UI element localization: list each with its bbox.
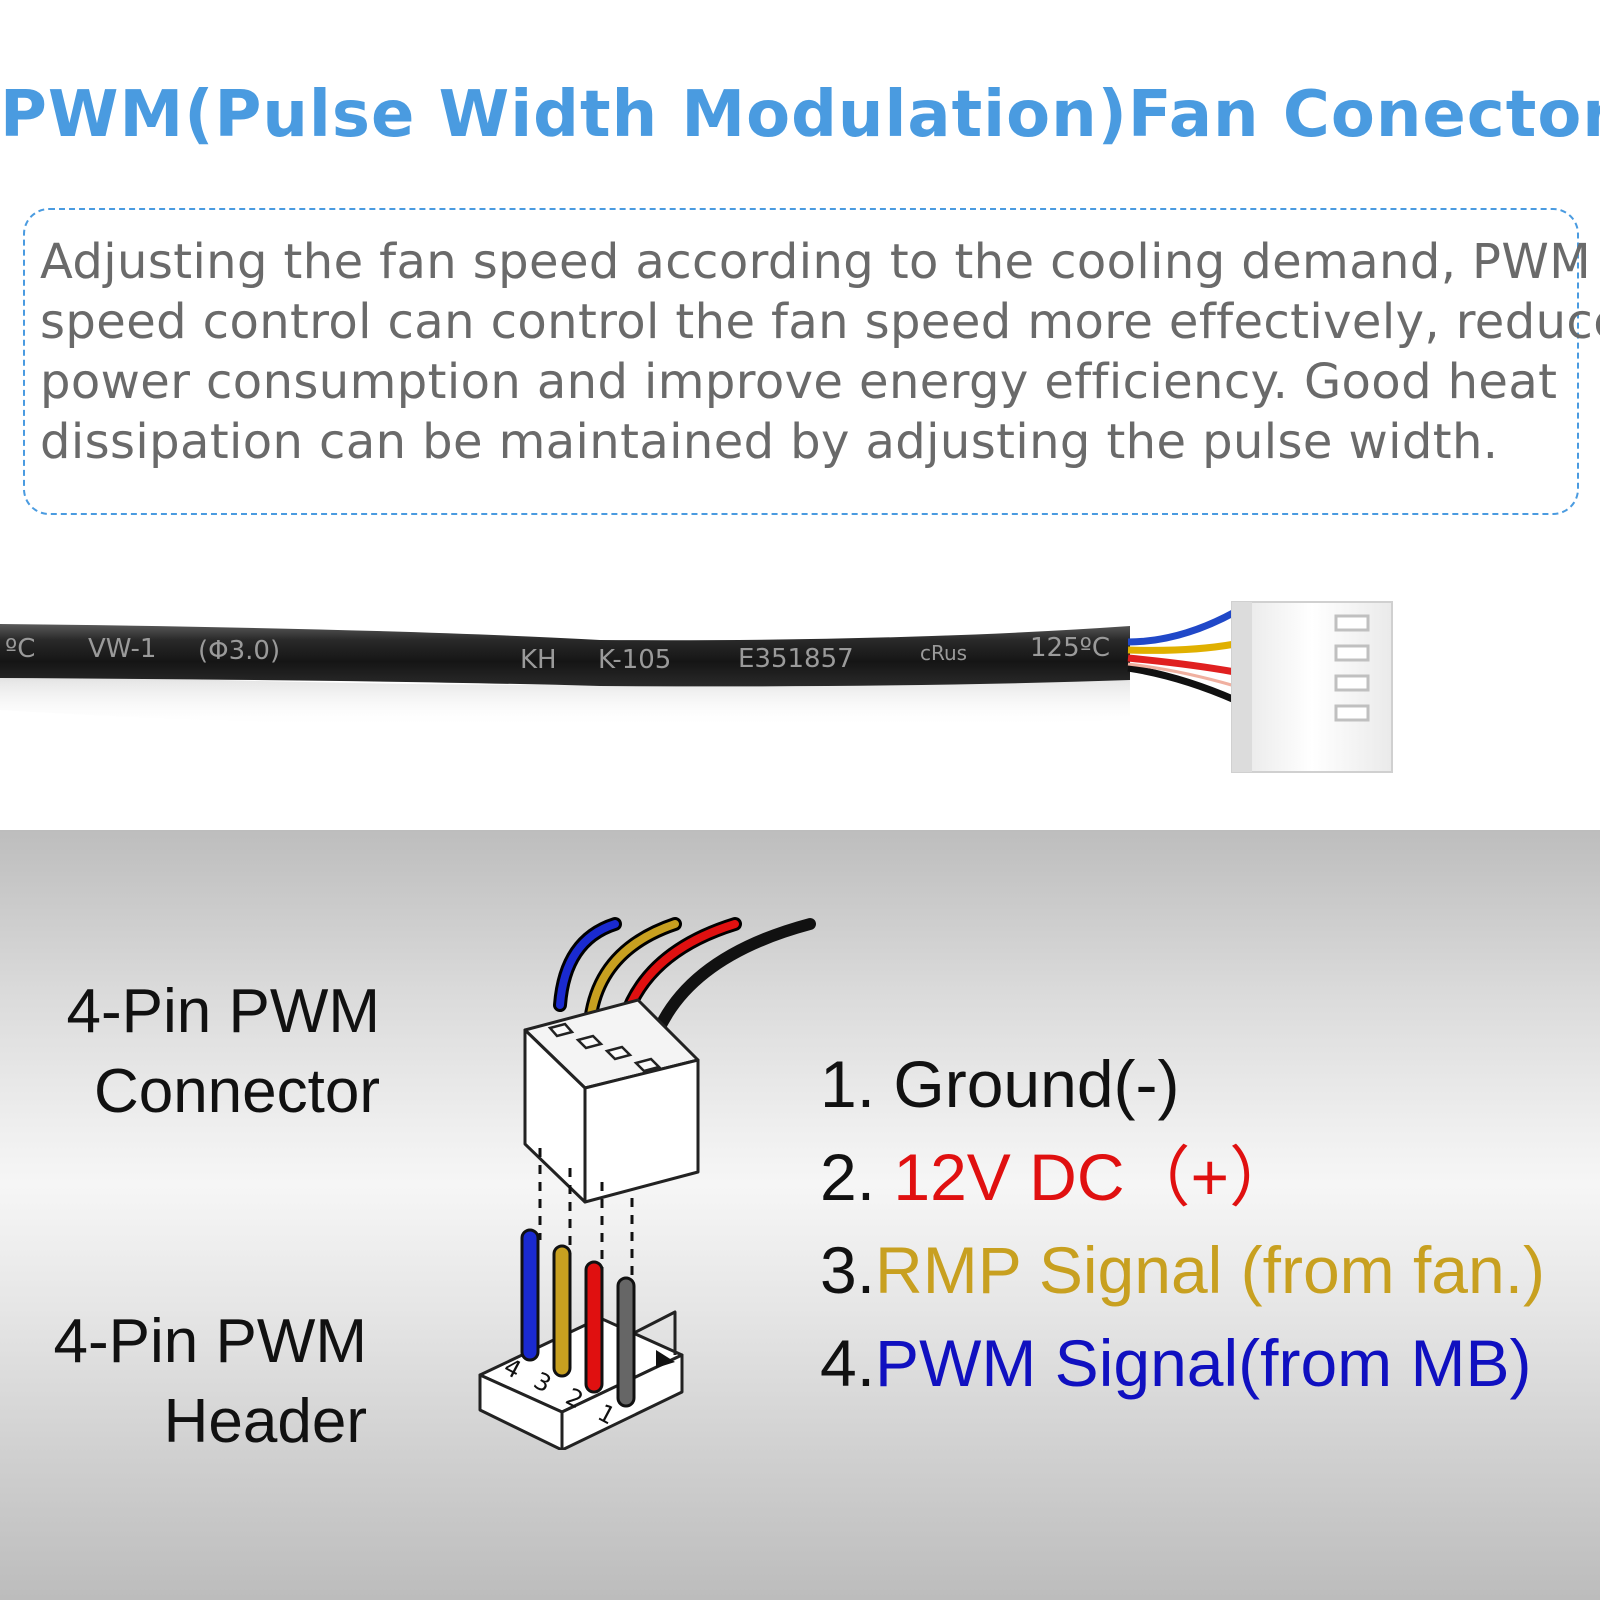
pin-legend-number: 2. [820,1140,876,1214]
pin-4 [520,1228,540,1362]
pin-legend: 1. Ground(-) 2. 12V DC（+） 3.RMP Signal (… [820,1038,1545,1410]
pin-legend-item-12v: 2. 12V DC（+） [820,1131,1545,1224]
wire-highlight [1127,662,1236,688]
pin-legend-item-pwm: 4.PWM Signal(from MB) [820,1317,1545,1410]
cable-markings: ºC VW-1 (Φ3.0) KH K-105 E351857 cRus 125… [5,633,1110,675]
connector-slot [1334,674,1370,692]
header-label: 4-Pin PWM Header [25,1302,367,1462]
pin-legend-number: 1. [820,1047,876,1121]
connector-label: 4-Pin PWM Connector [40,972,380,1132]
cable-marking: VW-1 [88,634,156,664]
connector-slot [1334,644,1370,662]
description-box [23,208,1579,515]
header-label-line: Header [163,1387,367,1456]
pin-legend-text: 12V DC（+） [893,1140,1296,1214]
cable-jacket [0,624,1130,687]
pin-legend-text: RMP Signal (from fan.) [875,1233,1546,1307]
cable-marking: K-105 [598,645,671,675]
cable-marking: (Φ3.0) [198,636,280,666]
connector-edge [1232,602,1252,772]
wire-black [1127,664,1237,704]
description-text: Adjusting the fan speed according to the… [40,232,1600,472]
pin-legend-text: Ground(-) [893,1047,1180,1121]
pin-1 [616,1276,636,1408]
header-label-line: 4-Pin PWM [53,1307,367,1376]
cable-marking: ºC [5,634,35,664]
wire-red [1127,654,1236,676]
pin-legend-number: 3. [820,1233,876,1307]
pin-3 [552,1244,572,1378]
pinout-panel [0,830,1600,1600]
connector-slot [1334,614,1370,632]
page-title: PWM(Pulse Width Modulation)Fan Conector [0,78,1600,152]
connector-slot [1334,704,1370,722]
description-line: dissipation can be maintained by adjusti… [40,414,1499,470]
pin-legend-item-rpm: 3.RMP Signal (from fan.) [820,1224,1545,1317]
pin-2 [584,1260,604,1394]
description-line: Adjusting the fan speed according to the… [40,234,1592,290]
cable-marking: E351857 [738,644,854,674]
wire-yellow [1127,640,1236,654]
pin-legend-number: 4. [820,1326,876,1400]
cable-marking: cRus [920,641,967,665]
connector-slots [1334,614,1370,722]
pin-legend-text: PWM Signal(from MB) [875,1326,1532,1400]
cable-marking: 125ºC [1030,633,1110,663]
cable-marking: KH [520,645,557,675]
pin-legend-item-ground: 1. Ground(-) [820,1038,1545,1131]
connector-sockets [547,1022,662,1073]
alignment-lines [538,1148,634,1290]
connector-illustration: 4 3 2 1 [478,917,816,1450]
description-line: speed control can control the fan speed … [40,294,1600,350]
cable-photo: ºC VW-1 (Φ3.0) KH K-105 E351857 cRus 125… [0,601,1393,773]
connector-label-line: 4-Pin PWM [66,977,380,1046]
description-line: power consumption and improve energy eff… [40,354,1558,410]
cable-shadow [0,672,1130,728]
wire-blue [1127,608,1237,646]
connector-label-line: Connector [93,1057,380,1126]
header-pins [520,1228,636,1408]
